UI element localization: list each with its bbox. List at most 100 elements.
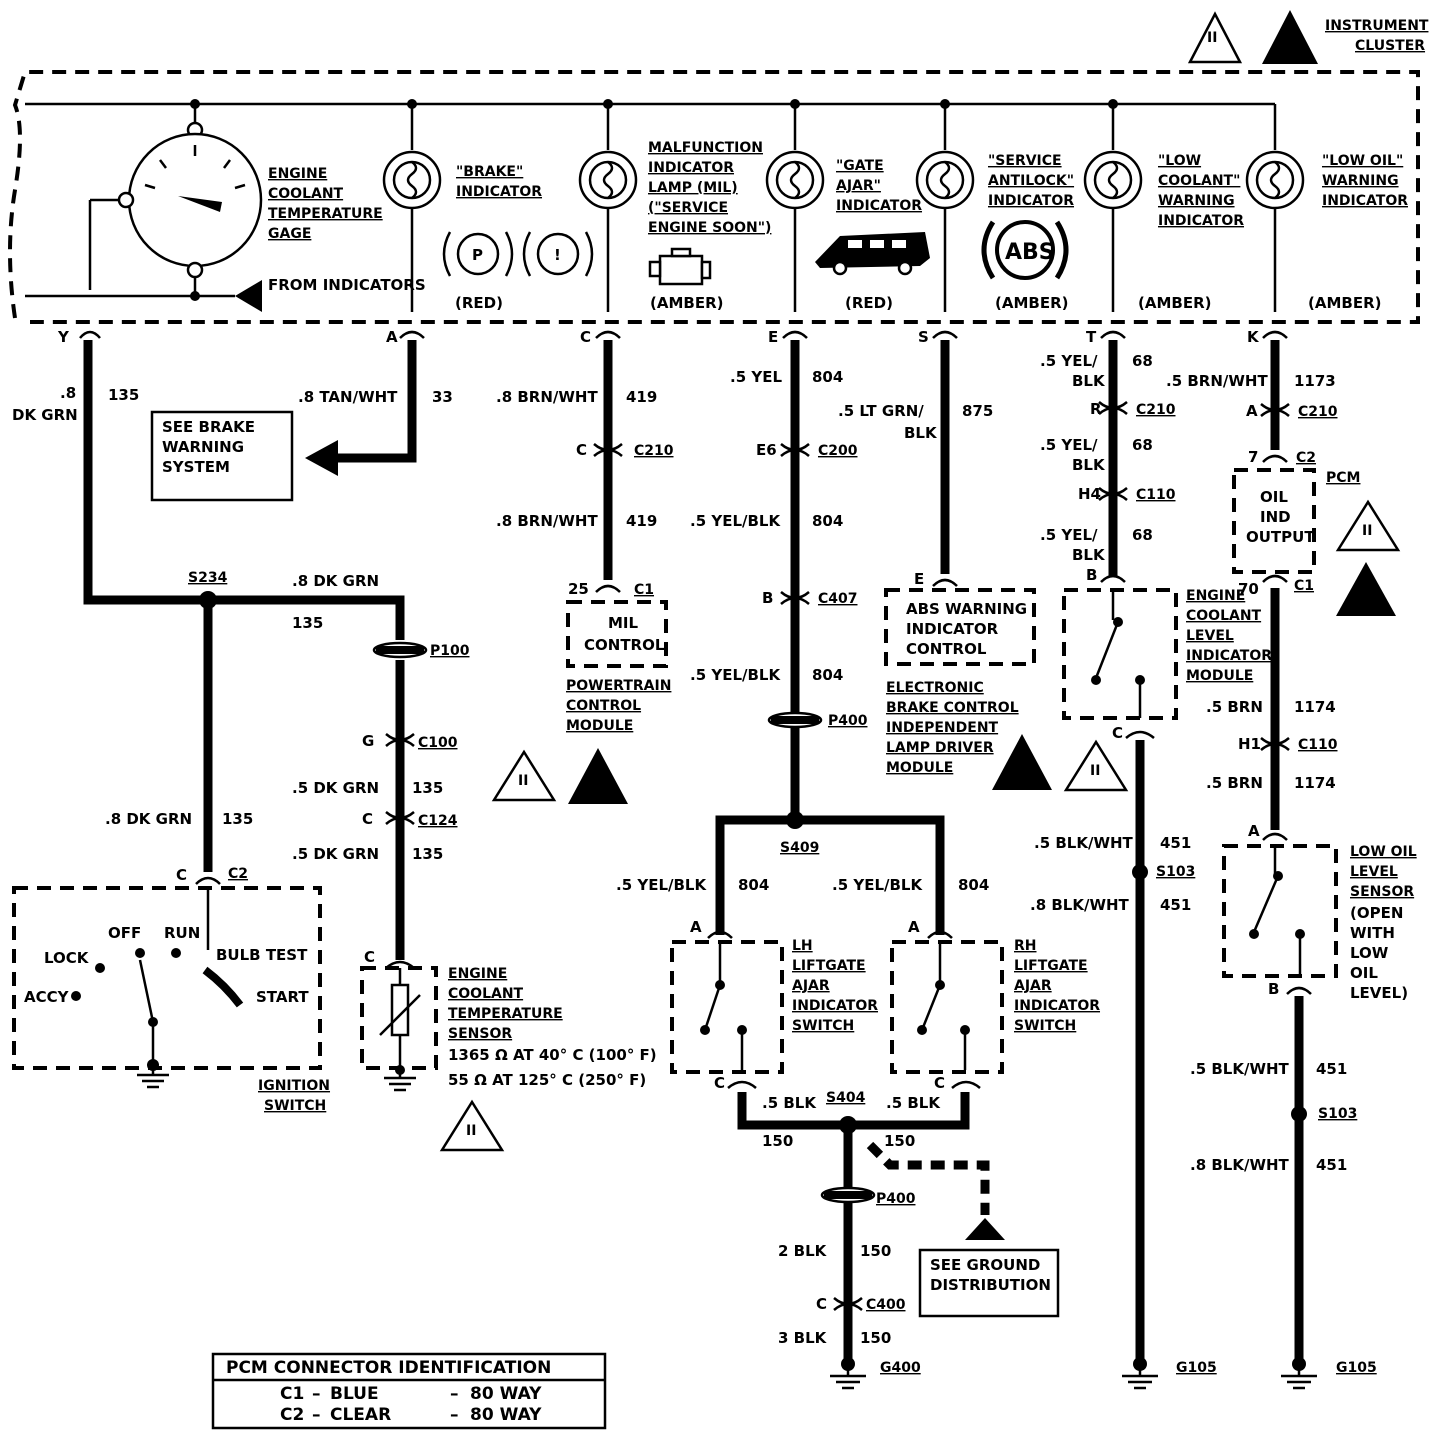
svg-text:II: II xyxy=(1362,523,1372,539)
pin-label: C xyxy=(714,1074,725,1092)
pin-label: G xyxy=(362,732,374,750)
svg-text:INDICATOR: INDICATOR xyxy=(456,184,542,200)
pin-label: B xyxy=(1086,566,1097,584)
svg-text:TEMPERATURE: TEMPERATURE xyxy=(268,206,383,222)
obd-ii-symbol: II xyxy=(1187,11,1243,64)
pin-label: C xyxy=(362,810,373,828)
obd-ii-symbol: II xyxy=(491,749,557,802)
svg-text:COOLANT: COOLANT xyxy=(268,186,344,202)
wire-label: 1174 xyxy=(1294,698,1336,716)
from-indicators-label: FROM INDICATORS xyxy=(268,276,426,294)
connector-label: C124 xyxy=(418,813,458,829)
svg-text:OIL: OIL xyxy=(1350,964,1378,982)
wire-label: .5 DK GRN xyxy=(292,779,379,797)
c407-connector xyxy=(780,591,810,605)
svg-text:RH: RH xyxy=(1014,938,1037,954)
svg-text:COOLANT": COOLANT" xyxy=(1158,173,1240,189)
svg-text:!: ! xyxy=(554,246,561,264)
svg-text:80 WAY: 80 WAY xyxy=(470,1405,542,1425)
wire-label: 451 xyxy=(1316,1060,1347,1078)
bulb-icons xyxy=(382,104,1305,312)
ground-icon xyxy=(1122,1357,1158,1390)
gate-ajar-label: "GATE AJAR" INDICATOR xyxy=(836,158,922,214)
coolant-gage-icon xyxy=(25,104,263,312)
c2-ign-pin xyxy=(195,876,221,885)
svg-text:LOW OIL: LOW OIL xyxy=(1350,844,1417,860)
svg-text:55 Ω AT 125° C (250° F): 55 Ω AT 125° C (250° F) xyxy=(448,1071,646,1089)
svg-text:GAGE: GAGE xyxy=(268,226,311,242)
svg-text:A: A xyxy=(386,328,398,346)
pin-label: E6 xyxy=(756,441,777,459)
svg-text:SENSOR: SENSOR xyxy=(1350,884,1414,900)
connector-label: C407 xyxy=(818,591,858,607)
svg-text:COOLANT: COOLANT xyxy=(1186,608,1262,624)
svg-text:WARNING: WARNING xyxy=(1158,193,1235,209)
wire-label: 68 xyxy=(1132,436,1153,454)
svg-text:INDICATOR: INDICATOR xyxy=(1014,998,1100,1014)
eclm-box xyxy=(1062,588,1178,739)
wire-label: 150 xyxy=(860,1242,891,1260)
wire-label: .5 BLK/WHT xyxy=(1034,834,1134,852)
svg-text:E: E xyxy=(768,328,778,346)
svg-text:(AMBER): (AMBER) xyxy=(995,294,1068,312)
c2-pcm-pin xyxy=(1262,454,1288,463)
svg-text:AJAR: AJAR xyxy=(1014,978,1052,994)
pin-label: 70 xyxy=(1238,580,1259,598)
c200-connector xyxy=(780,443,810,457)
svg-text:P: P xyxy=(472,246,483,264)
wire-label: .5 LT GRN/ xyxy=(838,402,924,420)
wire-label: 804 xyxy=(738,876,769,894)
wire-label: 150 xyxy=(860,1329,891,1347)
connector-label: C1 xyxy=(1294,578,1314,594)
ground-dist-box xyxy=(918,1248,1060,1318)
wire-label: .5 YEL/ xyxy=(1040,526,1098,544)
esd-symbol xyxy=(992,734,1052,790)
svg-text:(RED): (RED) xyxy=(845,294,893,312)
svg-text:WITH: WITH xyxy=(1350,924,1395,942)
ignition-switch-box xyxy=(12,886,322,1070)
box-text: CONTROL xyxy=(906,640,987,658)
svg-text:SENSOR: SENSOR xyxy=(448,1026,512,1042)
box-text: IND xyxy=(1260,508,1291,526)
svg-text:–: – xyxy=(450,1384,459,1404)
svg-text:"BRAKE": "BRAKE" xyxy=(456,164,523,180)
svg-text:II: II xyxy=(1207,30,1217,46)
svg-text:LIFTGATE: LIFTGATE xyxy=(1014,958,1088,974)
wire-label: 804 xyxy=(812,666,843,684)
box-text: WARNING xyxy=(162,438,244,456)
wire-label: .5 YEL xyxy=(730,368,782,386)
wire-label: 1174 xyxy=(1294,774,1336,792)
wire-label: .5 YEL/ xyxy=(1040,436,1098,454)
wire-label: 150 xyxy=(762,1132,793,1150)
svg-text:INDEPENDENT: INDEPENDENT xyxy=(886,720,999,736)
splice-label: S409 xyxy=(780,840,819,856)
svg-text:C: C xyxy=(580,328,591,346)
oil-pin-a xyxy=(1262,832,1288,841)
connector-label: C100 xyxy=(418,735,458,751)
connector-label: C210 xyxy=(1298,404,1338,420)
wire-label: 804 xyxy=(958,876,989,894)
box-text: OIL xyxy=(1260,488,1288,506)
abs-control-box xyxy=(884,588,1036,666)
ect-sensor-label: ENGINE COOLANT TEMPERATURE SENSOR 1365 Ω… xyxy=(448,966,657,1089)
wire-label: 135 xyxy=(108,386,139,404)
wire-label: 419 xyxy=(626,388,657,406)
wire-label: .8 BLK/WHT xyxy=(1190,1156,1290,1174)
splice-label: S404 xyxy=(826,1090,866,1106)
pin-label: H4 xyxy=(1078,485,1101,503)
wire-label: .5 YEL/BLK xyxy=(690,666,781,684)
wire-label: 33 xyxy=(432,388,453,406)
ground-dist-wire xyxy=(866,1141,990,1215)
oil-sensor-box xyxy=(1222,844,1338,995)
ground-icon xyxy=(1281,1357,1317,1390)
ign-start-label: START xyxy=(256,988,309,1006)
abs-icon: ABS xyxy=(981,220,1069,280)
wire-label: .8 DK GRN xyxy=(292,572,379,590)
svg-text:INDICATOR: INDICATOR xyxy=(1158,213,1244,229)
svg-text:(RED): (RED) xyxy=(455,294,503,312)
brake-warning-box xyxy=(150,410,294,502)
svg-text:SWITCH: SWITCH xyxy=(792,1018,854,1034)
svg-text:AJAR: AJAR xyxy=(792,978,830,994)
